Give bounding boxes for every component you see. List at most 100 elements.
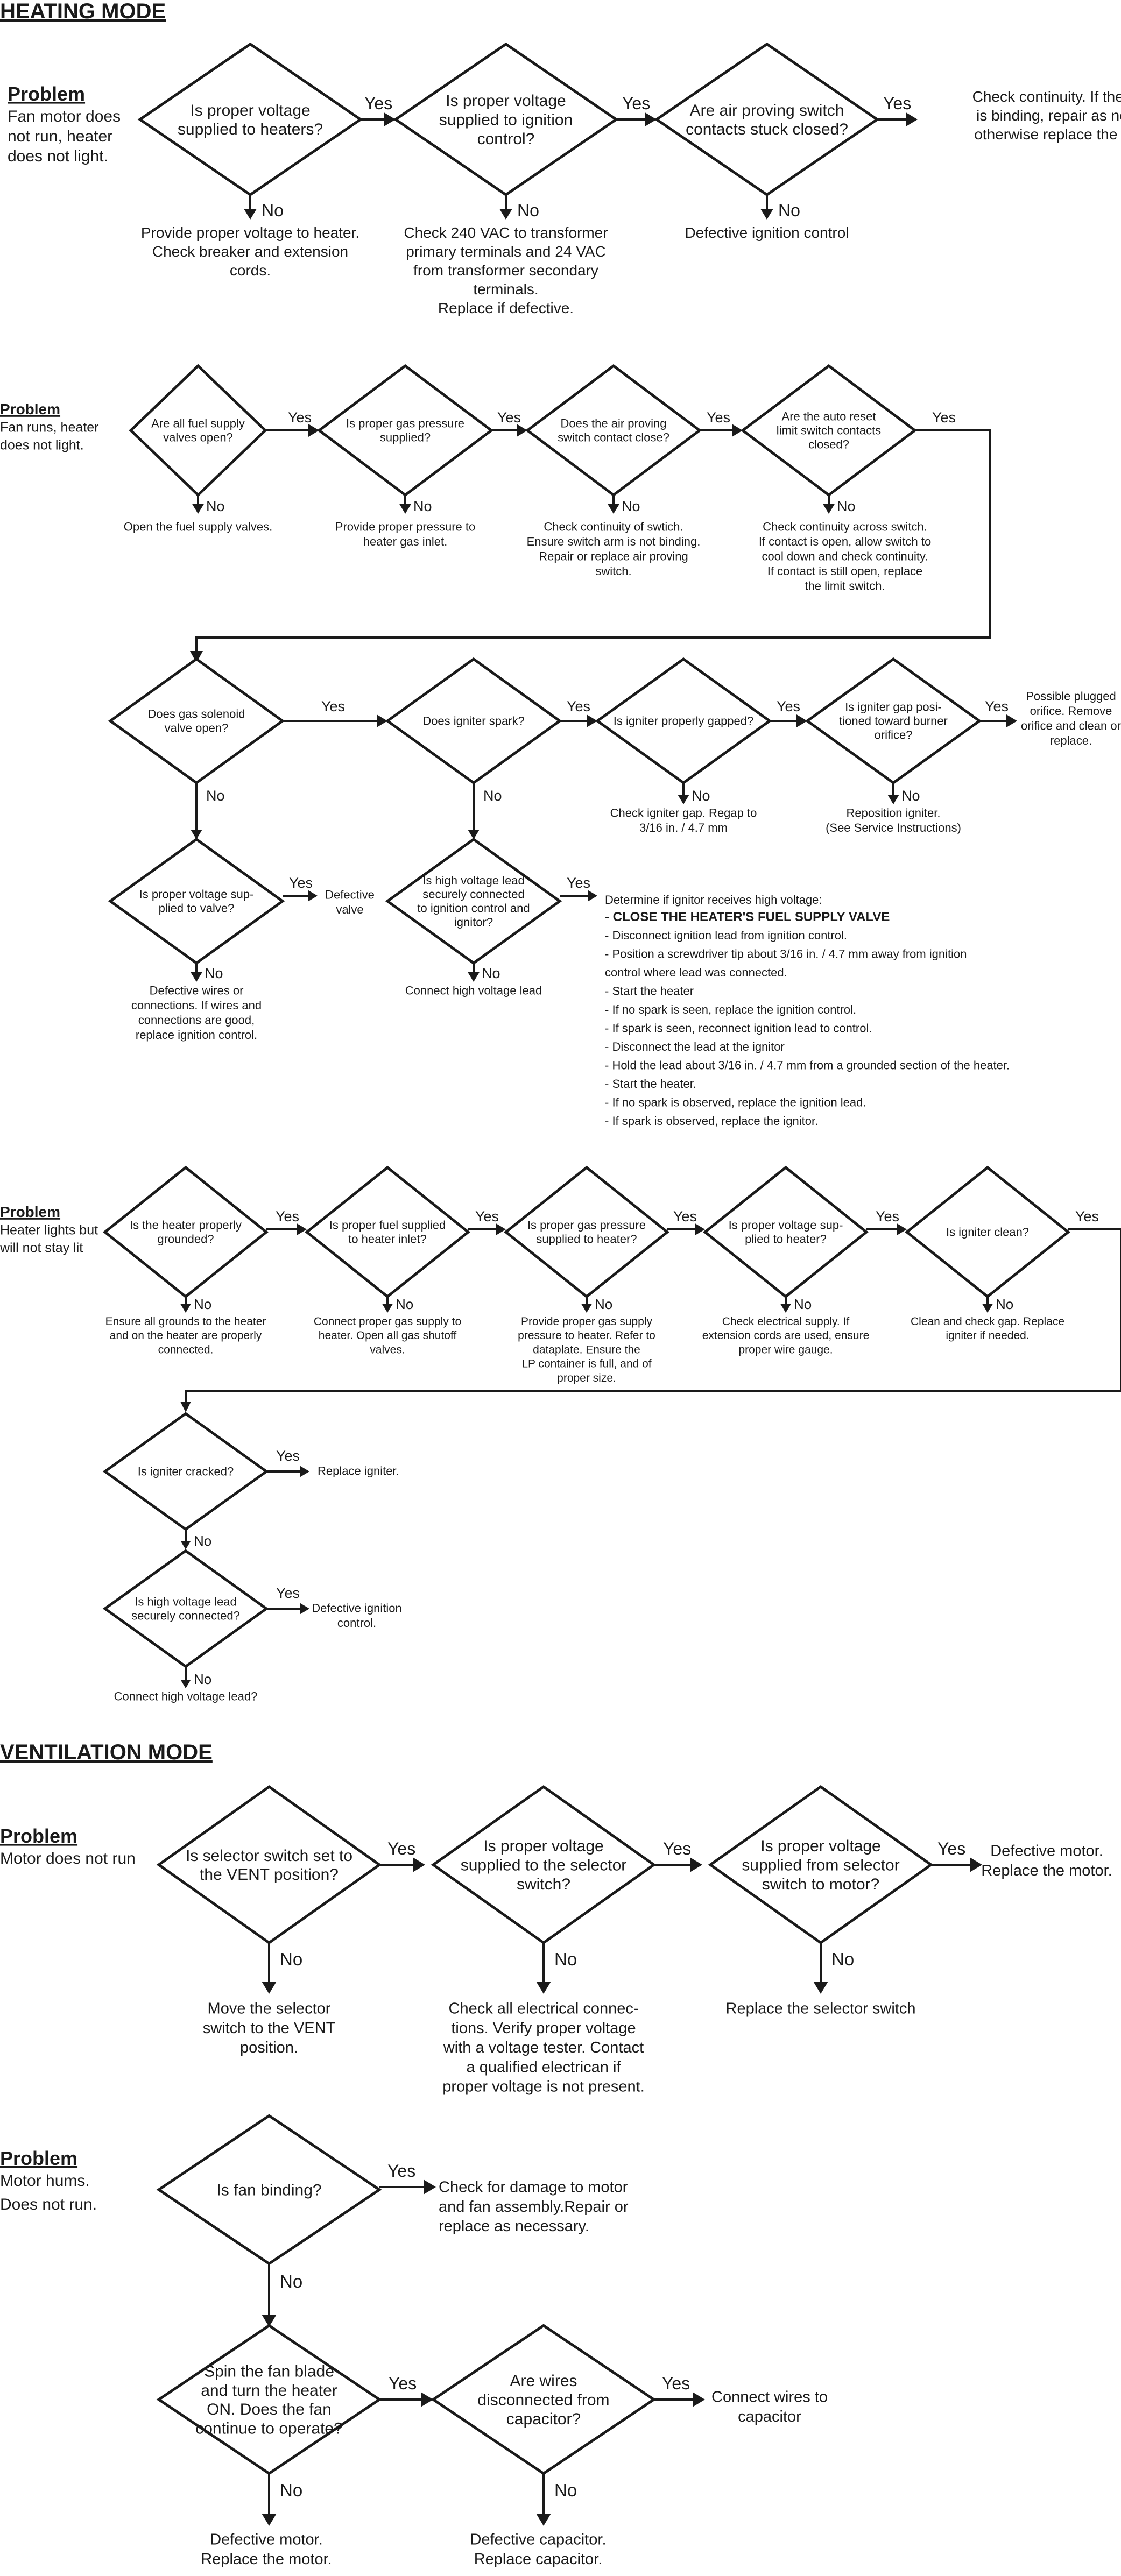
arrowhead <box>1006 714 1017 727</box>
result-text: capacitor <box>738 2408 801 2425</box>
result-r14: Connect high voltage lead <box>405 984 542 997</box>
arrowhead <box>300 1466 309 1477</box>
decision-question-text: tioned toward burner <box>839 714 948 728</box>
result-r8: Check continuity across switch.If contac… <box>759 520 931 593</box>
problem-description: does not light. <box>0 438 84 453</box>
yes-label: Yes <box>932 409 956 426</box>
no-label: No <box>794 1296 812 1312</box>
yes-label: Yes <box>276 1208 299 1225</box>
arrowhead <box>581 1304 592 1313</box>
result-r24: Check all electrical connec-tions. Verif… <box>442 2000 645 2096</box>
result-text: Check continuity. If the switch <box>972 88 1121 105</box>
no-label: No <box>837 498 856 514</box>
yes-label: Yes <box>321 698 345 714</box>
result-text: switch to the VENT <box>203 2020 336 2037</box>
arrowhead <box>262 1982 277 1994</box>
problem-label: Problem <box>0 1825 77 1847</box>
yes-label: Yes <box>364 94 392 113</box>
arrowhead <box>300 1603 309 1615</box>
result-text: heater gas inlet. <box>363 535 448 548</box>
yes-label: Yes <box>985 698 1009 714</box>
procedure-step: - Position a screwdriver tip about 3/16 … <box>605 947 967 961</box>
result-text: Connect proper gas supply to <box>314 1315 461 1328</box>
result-r29: Defective capacitor.Replace capacitor. <box>470 2531 606 2568</box>
arrowhead <box>588 890 597 902</box>
decision-d17: Is proper voltage sup-plied to heater? <box>702 1165 869 1299</box>
decision-question-text: Spin the fan blade <box>204 2362 334 2380</box>
arrowhead <box>645 112 657 127</box>
no-label: No <box>280 2480 302 2500</box>
arrowhead <box>468 972 480 982</box>
no-label: No <box>595 1296 612 1312</box>
arrowhead <box>377 714 387 727</box>
result-r10: Reposition igniter.(See Service Instruct… <box>826 806 961 835</box>
result-text: cords. <box>230 262 271 279</box>
decision-question-text: Is igniter clean? <box>946 1226 1029 1239</box>
decision-question-text: Is proper fuel supplied <box>329 1219 446 1232</box>
result-text: with a voltage tester. Contact <box>443 2039 644 2056</box>
decision-question-text: Is igniter gap posi- <box>845 700 942 714</box>
arrowhead <box>308 424 319 437</box>
result-r4: Check continuity. If the switchis bindin… <box>972 88 1121 143</box>
arrowhead <box>536 2514 551 2526</box>
arrowhead <box>693 2392 705 2407</box>
yes-label: Yes <box>567 875 590 891</box>
arrowhead <box>517 424 527 437</box>
problem-label: Problem <box>8 83 85 105</box>
arrowhead <box>244 209 257 220</box>
problem-description: does not light. <box>8 147 108 165</box>
result-r22: Connect high voltage lead? <box>114 1690 258 1703</box>
result-text: igniter if needed. <box>946 1329 1029 1342</box>
decision-d11: Is igniter gap posi-tioned toward burner… <box>805 657 982 785</box>
section-heading-heating: HEATING MODE <box>0 0 166 23</box>
procedure-step: - Disconnect ignition lead from ignition… <box>605 929 847 942</box>
result-text: dataplate. Ensure the <box>533 1343 640 1356</box>
result-text: cool down and check continuity. <box>762 550 928 563</box>
decision-question-text: Is high voltage lead <box>135 1595 237 1609</box>
result-text: If contact is still open, replace <box>767 564 923 578</box>
yes-label: Yes <box>707 409 730 426</box>
yes-label: Yes <box>937 1839 965 1858</box>
arrowhead <box>587 714 597 727</box>
decision-question-text: Is proper voltage sup- <box>729 1219 843 1232</box>
procedure-step: - If spark is observed, replace the igni… <box>605 1114 818 1128</box>
decision-question-text: supplied from selector <box>742 1857 899 1874</box>
decision-question-text: Are wires <box>510 2372 577 2390</box>
decision-d10: Is igniter properly gapped? <box>595 657 772 785</box>
result-text: valves. <box>370 1343 405 1356</box>
decision-question-text: securely connected? <box>131 1609 240 1623</box>
arrowhead <box>536 1982 551 1994</box>
result-text: connected. <box>158 1343 214 1356</box>
result-text: control. <box>337 1616 376 1630</box>
yes-label: Yes <box>475 1208 499 1225</box>
decision-question-text: Are the auto reset <box>782 410 876 423</box>
arrowhead <box>608 504 619 514</box>
decision-d12: Is proper voltage sup-plied to valve? <box>108 837 285 965</box>
result-text: Connect wires to <box>711 2389 828 2406</box>
yes-label: Yes <box>276 1585 300 1601</box>
decision-question-text: supplied to heater? <box>536 1233 637 1246</box>
result-text: primary terminals and 24 VAC <box>406 243 605 260</box>
result-r1: Provide proper voltage to heater.Check b… <box>141 224 359 279</box>
decision-question-text: switch contact close? <box>558 431 669 444</box>
result-text: orifice. Remove <box>1030 704 1112 718</box>
decision-question-text: control? <box>477 130 535 148</box>
decision-d9: Does igniter spark? <box>385 657 562 785</box>
procedure-intro: Determine if ignitor receives high volta… <box>605 893 822 907</box>
result-text: proper wire gauge. <box>738 1343 833 1356</box>
problem-description: Does not run. <box>0 2196 97 2213</box>
arrowhead <box>191 972 202 982</box>
decision-question-text: Is proper voltage <box>190 102 310 119</box>
arrowhead <box>499 209 512 220</box>
result-text: Replace capacitor. <box>474 2551 603 2568</box>
arrowhead <box>399 504 411 514</box>
arrowhead <box>695 1223 705 1235</box>
